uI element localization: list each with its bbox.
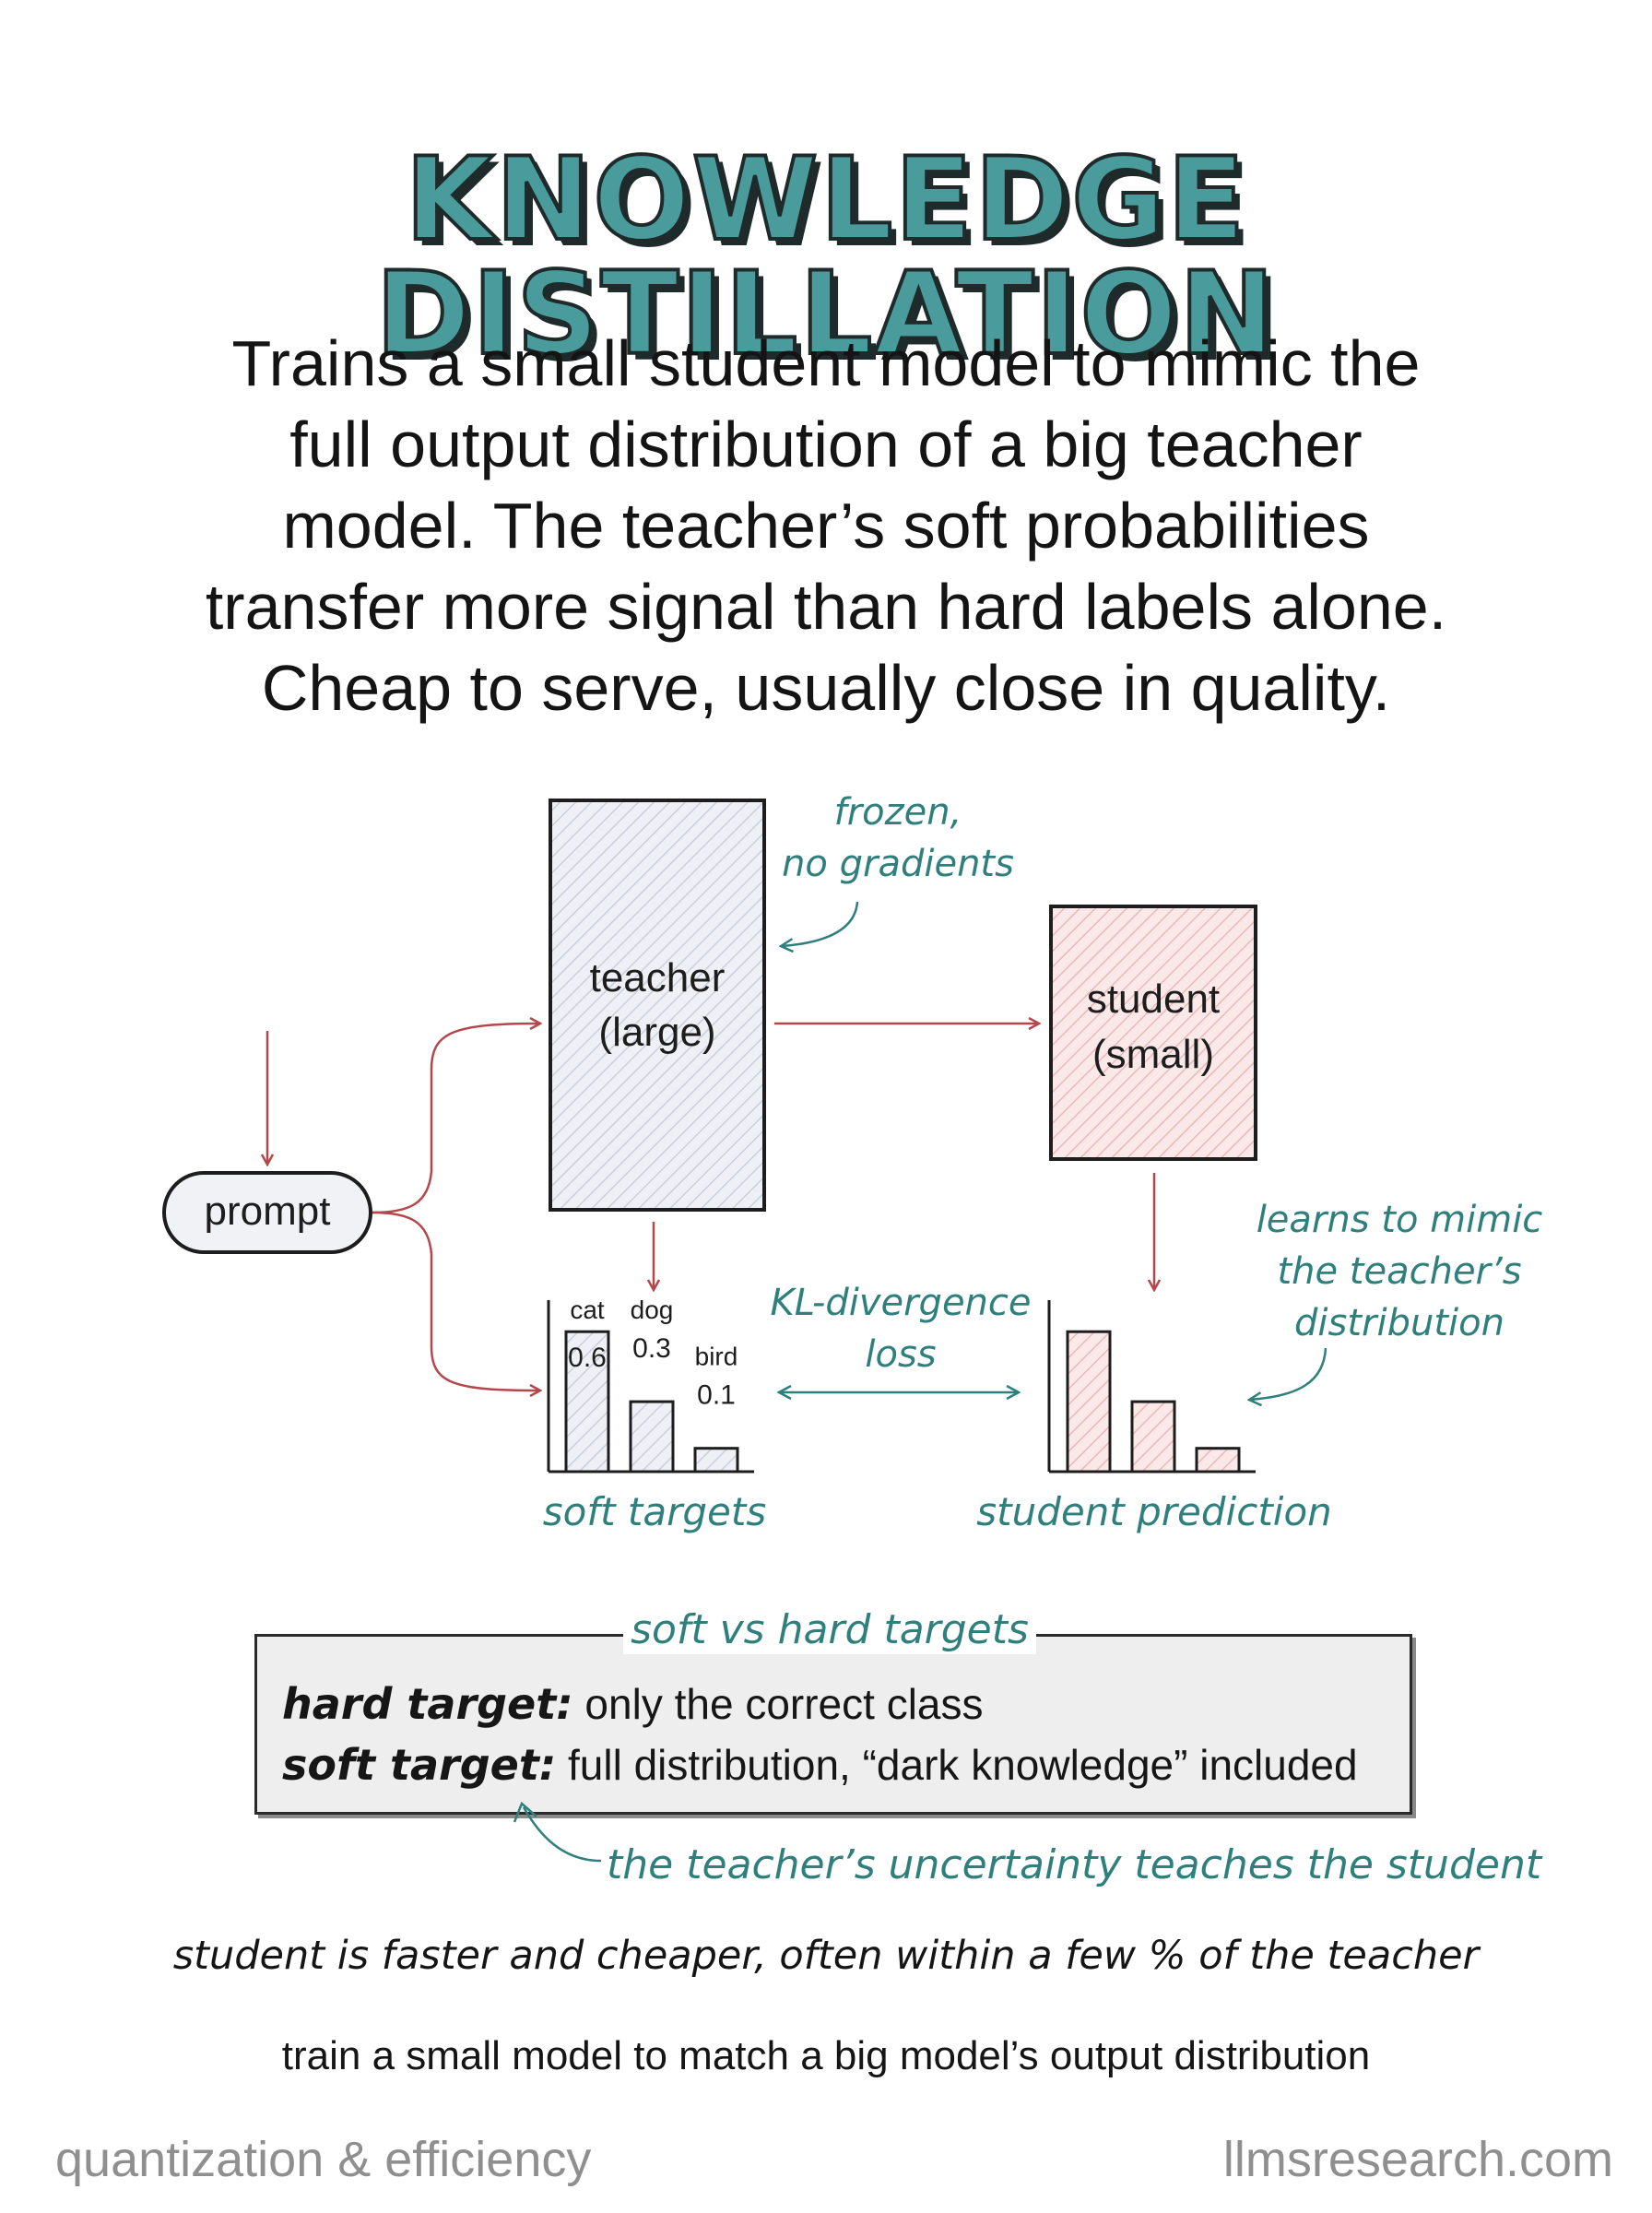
hard-target-label: hard target:: [282, 1679, 573, 1729]
prompt-label: prompt: [205, 1189, 331, 1234]
soft-target-category-label: bird: [695, 1343, 738, 1371]
intro-line: Cheap to serve, usually close in quality…: [261, 652, 1391, 724]
frozen-note-arrow: [782, 901, 859, 946]
soft-target-category-label: cat: [570, 1296, 605, 1324]
student-prediction-bar: [1130, 1400, 1176, 1473]
teacher-size-label: (large): [598, 1010, 715, 1055]
soft-target-category-label: dog: [631, 1296, 674, 1324]
mimic-note-line-3: distribution: [1294, 1302, 1504, 1344]
student-label: student: [1087, 976, 1220, 1022]
intro-line: full output distribution of a big teache…: [289, 408, 1363, 480]
soft-target-value-label: 0.1: [697, 1380, 736, 1411]
uncertainty-note: the teacher’s uncertainty teaches the st…: [607, 1841, 1542, 1888]
mimic-note-line-2: the teacher’s: [1277, 1250, 1521, 1293]
soft-target-bar: [564, 1330, 610, 1473]
soft-target-value-label: 0.3: [632, 1333, 671, 1364]
prompt-to-teacher-arrow: [372, 1024, 539, 1214]
soft-target-bar: [693, 1447, 739, 1473]
hard-target-line: hard target: only the correct class: [282, 1678, 984, 1730]
soft-vs-hard-box: [254, 1634, 1412, 1815]
uncertainty-arrow: [522, 1806, 602, 1863]
mimic-note-arrow: [1250, 1347, 1328, 1400]
page-title: KNOWLEDGE DISTILLATION: [373, 134, 1277, 381]
bottom-note: student is faster and cheaper, often wit…: [172, 1933, 1480, 1979]
soft-target-line: soft target: full distribution, “dark kn…: [282, 1739, 1358, 1791]
distillation-diagram: teacher (large) student (small) prompt c…: [162, 791, 1543, 1534]
student-size-label: (small): [1092, 1032, 1214, 1077]
footer-site: llmsresearch.com: [1222, 2132, 1613, 2187]
summary-line: train a small model to match a big model…: [281, 2033, 1371, 2078]
student-model-box: student (small): [1049, 905, 1257, 1161]
uncertainty-arrow-head: [513, 1801, 537, 1823]
prompt-node: prompt: [162, 1171, 372, 1254]
teacher-model-box: teacher (large): [549, 799, 766, 1212]
prompt-to-targets-arrow: [372, 1211, 539, 1391]
soft-targets-chart: cat 0.6 dog 0.3 bird 0.1: [547, 1296, 754, 1473]
student-prediction-bar: [1195, 1447, 1241, 1473]
soft-target-value-label: 0.6: [568, 1343, 607, 1373]
student-prediction-chart: [1047, 1300, 1256, 1473]
flow-arrows: [267, 1024, 1154, 1391]
soft-targets-label: soft targets: [543, 1489, 767, 1534]
intro-line: model. The teacher’s soft probabilities: [282, 490, 1370, 562]
intro-line: transfer more signal than hard labels al…: [205, 571, 1447, 643]
hard-target-text: only the correct class: [572, 1680, 984, 1728]
student-prediction-bar: [1066, 1330, 1112, 1473]
legend-title: soft vs hard targets: [623, 1606, 1036, 1654]
mimic-note-line-1: learns to mimic: [1257, 1199, 1543, 1241]
footer-category: quantization & efficiency: [55, 2132, 592, 2187]
kl-note-line-1: KL-divergence: [770, 1282, 1031, 1324]
soft-target-text: full distribution, “dark knowledge” incl…: [556, 1741, 1358, 1789]
frozen-note-line-2: no gradients: [782, 843, 1014, 885]
intro-line: Trains a small student model to mimic th…: [231, 327, 1421, 399]
student-prediction-label: student prediction: [976, 1489, 1332, 1534]
intro-paragraph: Trains a small student model to mimic th…: [120, 323, 1532, 728]
soft-target-bar: [629, 1400, 675, 1473]
soft-target-label: soft target:: [282, 1740, 557, 1790]
frozen-note-line-1: frozen,: [834, 791, 962, 834]
kl-note-line-2: loss: [865, 1333, 936, 1376]
teacher-label: teacher: [590, 955, 726, 1000]
